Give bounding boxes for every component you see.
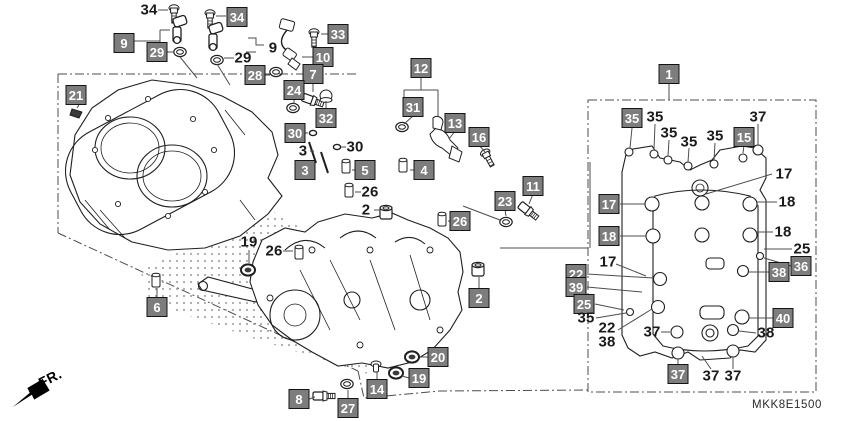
callout-box-15[interactable]: 15: [733, 127, 755, 147]
callout-label-29[interactable]: 29: [234, 49, 252, 67]
diagram-code: MKK8E1500: [752, 399, 822, 411]
callout-box-16[interactable]: 16: [468, 127, 490, 147]
fr-arrow-icon: [12, 378, 50, 408]
callout-box-40[interactable]: 40: [772, 308, 794, 328]
callout-label-18[interactable]: 18: [778, 193, 796, 211]
callout-label-9[interactable]: 9: [268, 39, 278, 57]
callout-label-35[interactable]: 35: [706, 127, 724, 145]
callout-box-38[interactable]: 38: [768, 262, 790, 282]
fr-indicator: FR.: [8, 362, 88, 418]
callout-box-18[interactable]: 18: [598, 226, 620, 246]
callout-box-31[interactable]: 31: [402, 97, 424, 117]
callout-label-37[interactable]: 37: [643, 323, 661, 341]
callout-label-37[interactable]: 37: [749, 108, 767, 126]
callout-box-30[interactable]: 30: [284, 123, 306, 143]
callout-box-4[interactable]: 4: [413, 160, 435, 180]
callout-box-33[interactable]: 33: [327, 24, 349, 44]
callout-box-36[interactable]: 36: [790, 256, 812, 276]
callout-label-26[interactable]: 26: [361, 183, 379, 201]
bottom-view-art: [621, 144, 767, 361]
callout-box-11[interactable]: 11: [522, 176, 544, 196]
callout-label-26[interactable]: 26: [265, 242, 283, 260]
callout-box-25[interactable]: 25: [573, 294, 595, 314]
callout-label-17[interactable]: 17: [599, 253, 617, 271]
callout-label-3[interactable]: 3: [298, 142, 308, 160]
callout-box-14[interactable]: 14: [366, 379, 388, 399]
callout-box-17[interactable]: 17: [598, 194, 620, 214]
callout-box-12[interactable]: 12: [410, 58, 432, 78]
callout-label-35[interactable]: 35: [577, 309, 595, 327]
callout-label-37[interactable]: 37: [702, 367, 720, 385]
callout-label-17[interactable]: 17: [775, 165, 793, 183]
callout-label-30[interactable]: 30: [346, 138, 364, 156]
callout-box-32[interactable]: 32: [315, 108, 337, 128]
callout-label-35[interactable]: 35: [646, 108, 664, 126]
callout-box-10[interactable]: 10: [312, 47, 334, 67]
callout-box-9[interactable]: 9: [113, 33, 135, 53]
callout-box-29[interactable]: 29: [146, 42, 168, 62]
callout-box-5[interactable]: 5: [354, 160, 376, 180]
callout-box-23[interactable]: 23: [494, 191, 516, 211]
callout-box-19[interactable]: 19: [408, 368, 430, 388]
callout-label-34[interactable]: 34: [140, 1, 158, 19]
callout-box-27[interactable]: 27: [337, 398, 359, 418]
callout-box-26[interactable]: 26: [449, 211, 471, 231]
callout-box-24[interactable]: 24: [283, 80, 305, 100]
callout-label-22[interactable]: 22: [598, 319, 616, 337]
callout-box-37[interactable]: 37: [667, 364, 689, 384]
callout-box-13[interactable]: 13: [444, 113, 466, 133]
callout-box-3[interactable]: 3: [294, 160, 316, 180]
callout-box-1[interactable]: 1: [658, 64, 680, 84]
callout-box-6[interactable]: 6: [146, 297, 168, 317]
callout-label-38[interactable]: 38: [757, 324, 775, 342]
callout-label-35[interactable]: 35: [660, 124, 678, 142]
callout-box-35[interactable]: 35: [621, 108, 643, 128]
callout-label-35[interactable]: 35: [680, 133, 698, 151]
upper-crankcase-art: [64, 79, 283, 251]
callout-label-38[interactable]: 38: [598, 333, 616, 351]
callout-label-37[interactable]: 37: [724, 367, 742, 385]
callout-box-34[interactable]: 34: [226, 7, 248, 27]
callout-box-28[interactable]: 28: [244, 65, 266, 85]
callout-box-2[interactable]: 2: [468, 288, 490, 308]
callout-box-7[interactable]: 7: [302, 64, 324, 84]
callout-box-20[interactable]: 20: [427, 347, 449, 367]
callout-label-18[interactable]: 18: [774, 223, 792, 241]
callout-box-21[interactable]: 21: [65, 85, 87, 105]
callout-label-19[interactable]: 19: [240, 233, 258, 251]
callout-label-25[interactable]: 25: [793, 240, 811, 258]
callout-label-2[interactable]: 2: [361, 201, 371, 219]
part-icons: [69, 4, 541, 402]
callout-box-8[interactable]: 8: [288, 389, 310, 409]
